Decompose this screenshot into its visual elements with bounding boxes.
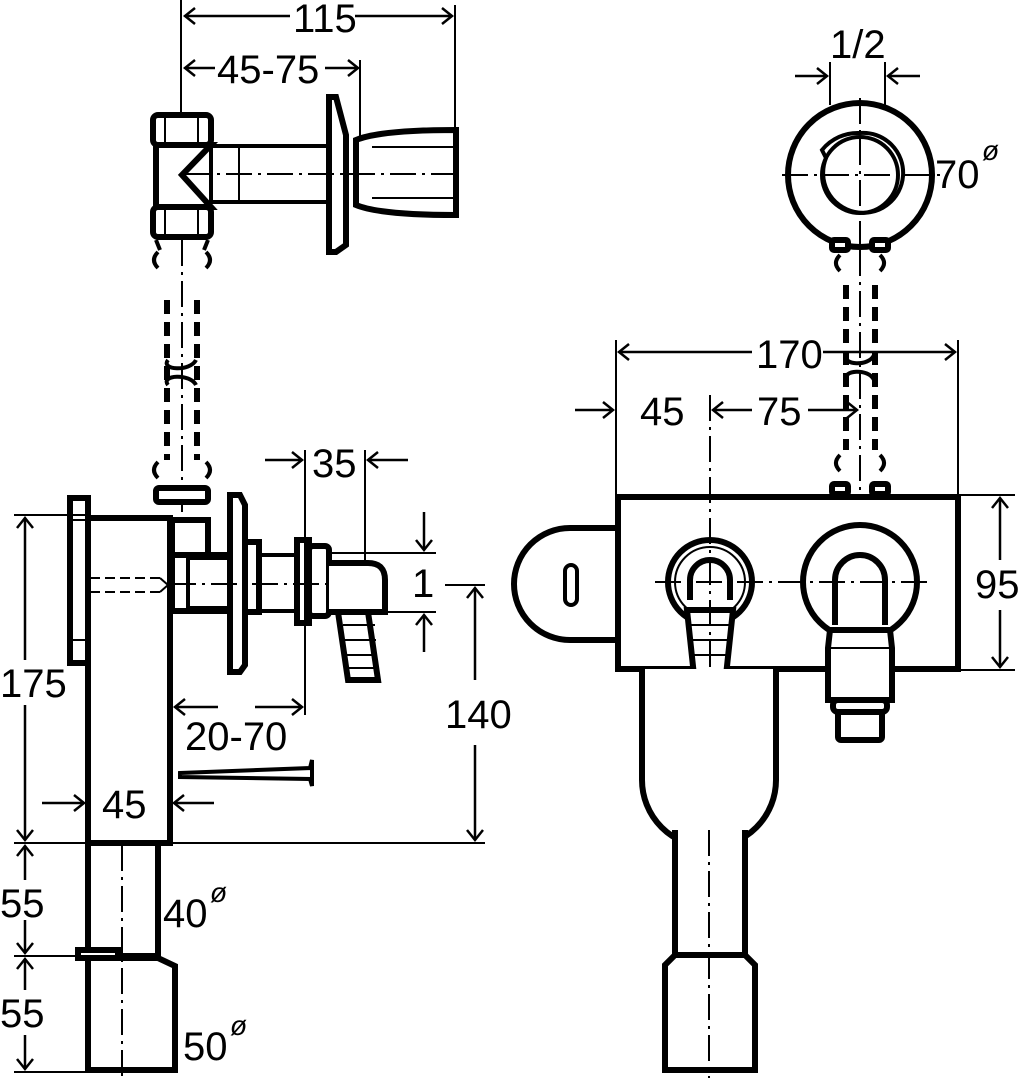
diameter-symbol-70: ø — [982, 135, 999, 166]
dim-body-height: 95 — [975, 563, 1020, 607]
dim-pipe-upper-length: 55 — [0, 882, 45, 926]
diameter-symbol-40: ø — [210, 877, 227, 908]
dim-outlet-offset: 35 — [312, 442, 357, 486]
dim-outlet-height: 140 — [445, 693, 512, 737]
dim-height: 175 — [0, 662, 67, 706]
cap-slot — [563, 563, 579, 607]
dim-pipe-upper-diameter: 40 — [163, 892, 208, 936]
nail-icon — [178, 759, 314, 787]
dim-pipe-lower-diameter: 50 — [183, 1025, 228, 1069]
rosette-front — [782, 98, 940, 253]
dim-overall-depth: 115 — [293, 0, 357, 41]
side-view: 115 45-75 35 1 175 140 20-70 45 55 40 ø … — [0, 0, 512, 1078]
dim-overall-width: 170 — [756, 333, 823, 377]
drain-pipes-side — [75, 840, 178, 1078]
dim-left-offset: 45 — [640, 390, 685, 434]
dim-pipe-lower-length: 55 — [0, 992, 45, 1036]
dim-outlet-spacing: 75 — [757, 390, 802, 434]
diameter-symbol-50: ø — [230, 1010, 247, 1041]
angle-valve-side — [150, 94, 462, 255]
dim-body-width: 45 — [102, 783, 147, 827]
siphon-body-side — [67, 492, 388, 846]
dim-valve-depth: 45-75 — [217, 48, 319, 92]
dim-thread-size: 1/2 — [830, 23, 886, 67]
dim-rosette-diameter: 70 — [935, 153, 980, 197]
side-dimension-lines — [14, 0, 485, 1073]
front-view: 0 — [511, 23, 1020, 1078]
siphon-front — [639, 669, 779, 1078]
dim-nipple-height: 1 — [412, 562, 434, 606]
dim-adjust-range: 20-70 — [185, 715, 287, 759]
housing-front: 0 — [511, 395, 961, 743]
flex-hose-side — [152, 239, 212, 520]
front-dimension-lines — [575, 62, 1015, 671]
